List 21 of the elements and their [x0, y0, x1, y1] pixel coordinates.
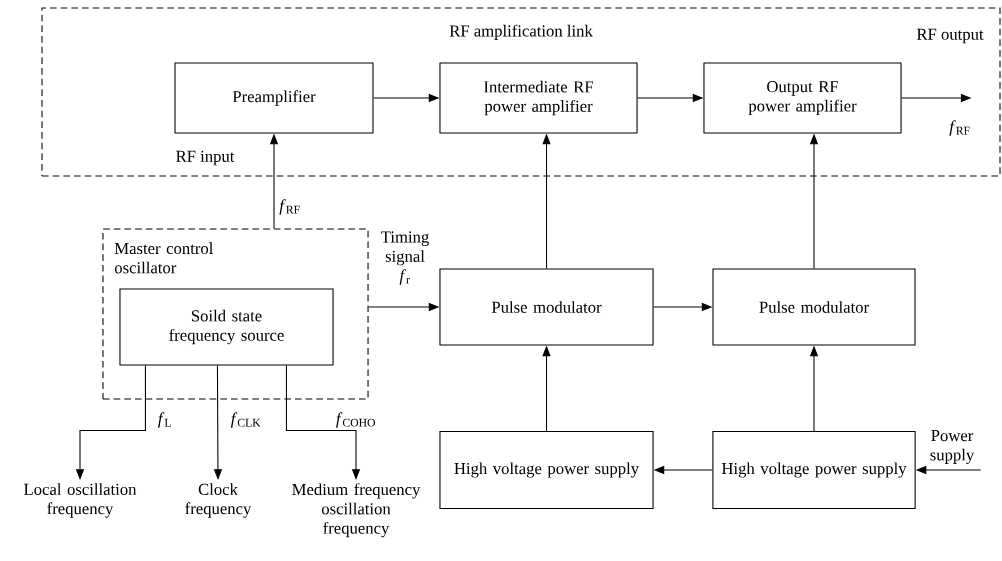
process-box: Soild state frequency source	[119, 288, 334, 366]
process-box: Output RF power amplifier	[703, 62, 902, 134]
edge-label: Power supply	[930, 430, 975, 464]
output-label: Local oscillation frequency	[24, 483, 137, 518]
edge-label: f$_{CLK}$	[230, 412, 261, 428]
output-label: Clock frequency	[185, 483, 252, 518]
process-box: High voltage power supply	[439, 430, 654, 510]
text-label: RF input	[176, 150, 235, 166]
edge-label: Timing signal f$_{r}$	[381, 231, 429, 285]
process-box: Preamplifier	[174, 62, 374, 134]
edge-label: f$_{L}$	[158, 412, 171, 428]
edge-label: f$_{RF}$	[949, 120, 970, 136]
process-box: High voltage power supply	[712, 430, 916, 510]
output-label: Medium frequency oscillation frequency	[292, 483, 421, 538]
arrow	[285, 365, 361, 480]
text-label: RF output	[916, 28, 984, 44]
process-box: Pulse modulator	[712, 268, 916, 346]
process-box: Intermediate RF power amplifier	[439, 62, 638, 134]
edge-label: f$_{COHO}$	[336, 412, 375, 428]
edge-label: f$_{RF}$	[279, 199, 300, 215]
process-box: Pulse modulator	[439, 268, 654, 346]
